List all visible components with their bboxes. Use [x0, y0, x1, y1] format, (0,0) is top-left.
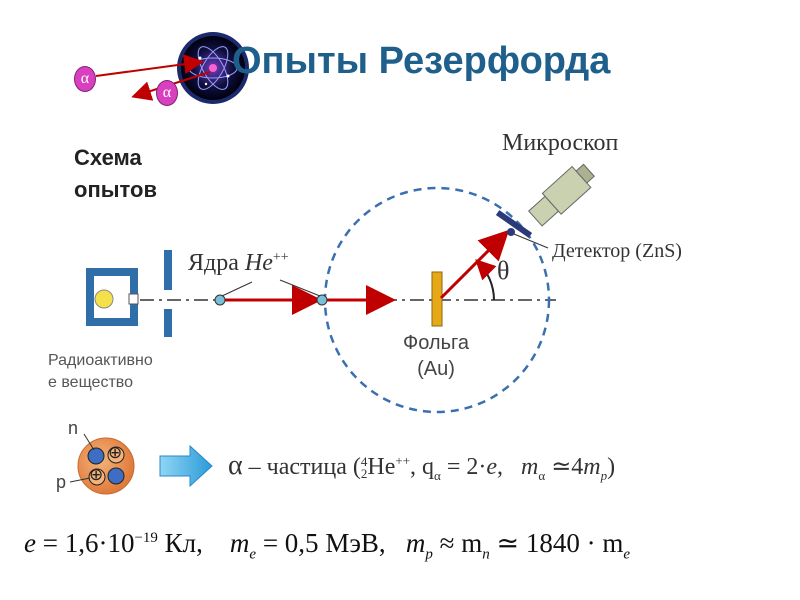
proton-label: p — [56, 472, 67, 492]
bottom-mn: ≈ m — [439, 528, 483, 558]
microscope-icon — [528, 163, 595, 227]
nuclei-label-prefix: Ядра — [188, 250, 239, 276]
detector-point — [507, 228, 515, 236]
proton-plus-icon-1: ⊕ — [108, 443, 123, 462]
scattered-arrow — [439, 229, 510, 300]
bottom-mp: m — [405, 528, 426, 558]
alpha-mp: m — [583, 454, 601, 480]
he-nucleus-1 — [214, 294, 226, 306]
alpha-q-sub: α — [434, 467, 441, 483]
source-label: Радиоактивно е вещество — [48, 350, 153, 394]
bottom-charge-value: = 1,6·10 — [42, 528, 135, 558]
alpha-formula-symbol: α — [228, 450, 243, 481]
he-nucleus-2 — [316, 294, 328, 306]
alpha-mass-number: 4 — [360, 454, 368, 470]
alpha-formula-text: – частица ( — [242, 454, 361, 480]
nuclei-pointer-1 — [221, 281, 253, 297]
alpha-charge: ++ — [395, 453, 411, 468]
nuclei-label-charge: ++ — [272, 250, 289, 265]
angle-arc — [475, 259, 497, 301]
nuclei-label: Ядра He++ — [188, 250, 289, 277]
scheme-label: Схема опытов — [74, 142, 157, 206]
alpha-symbol: α — [80, 70, 90, 87]
nuclei-label-symbol: He — [244, 250, 273, 276]
nucleus-model — [69, 433, 135, 495]
alpha-atomic-number: 2 — [360, 466, 368, 482]
collimator-top — [164, 250, 172, 290]
alpha-e: e — [486, 454, 498, 480]
bottom-e-sub: e — [249, 546, 257, 563]
microscope-label: Микроскоп — [502, 130, 619, 156]
neutron-label: n — [68, 418, 79, 438]
bottom-mass-value: = 0,5 — [262, 528, 319, 558]
detector-label: Детектор (ZnS) — [552, 240, 682, 262]
proton-plus-icon-2: ⊕ — [89, 465, 104, 484]
bottom-formula: e = 1,6·10−19 Кл, me = 0,5 МэВ, mp ≈ mn … — [24, 528, 630, 563]
radioactive-source — [86, 268, 139, 326]
foil-label-line2: (Au) — [417, 358, 455, 380]
scheme-label-line2: опытов — [74, 177, 157, 202]
nuclei-pointer-2 — [279, 279, 321, 297]
angle-label: θ — [497, 256, 510, 285]
bottom-coulomb: Кл, — [164, 528, 203, 558]
bottom-e: e — [24, 528, 36, 558]
bottom-p-sub: p — [425, 546, 433, 563]
bottom-n-sub: n — [482, 546, 490, 563]
gold-foil — [431, 271, 443, 327]
bottom-ratio: ≃ 1840 — [496, 528, 580, 558]
bottom-exp: −19 — [134, 530, 158, 546]
source-label-line1: Радиоактивно — [48, 352, 153, 369]
alpha-approx: ≃4 — [545, 454, 584, 480]
source-label-line2: е вещество — [48, 374, 133, 391]
bottom-me: · m — [586, 528, 624, 558]
alpha-q-part: , q — [410, 454, 435, 480]
detector-screen — [495, 210, 533, 238]
atom-icon — [177, 32, 249, 104]
bottom-m: m — [229, 528, 250, 558]
alpha-m-sub: α — [538, 467, 546, 483]
alpha-symbol: α — [162, 84, 172, 101]
page-title: Опыты Резерфорда — [232, 40, 611, 82]
bottom-me-sub: e — [623, 546, 631, 563]
foil-label-line1: Фольга — [403, 332, 469, 354]
bottom-mev: МэВ, — [325, 528, 386, 558]
alpha-element: He — [367, 454, 396, 480]
alpha-badge-1: α — [74, 66, 96, 92]
alpha-comma: , — [497, 454, 504, 480]
scheme-label-line1: Схема — [74, 145, 142, 170]
alpha-m: m — [521, 454, 539, 480]
alpha-badge-2: α — [156, 80, 178, 106]
alpha-mp-sub: p — [600, 467, 608, 483]
alpha-q-eq: = 2· — [440, 454, 487, 480]
collimator-bottom — [164, 309, 172, 337]
alpha-close: ) — [607, 454, 616, 480]
blue-arrow-icon — [159, 444, 213, 488]
foil-label: Фольга (Au) — [386, 330, 486, 382]
detector-pointer — [513, 233, 549, 249]
